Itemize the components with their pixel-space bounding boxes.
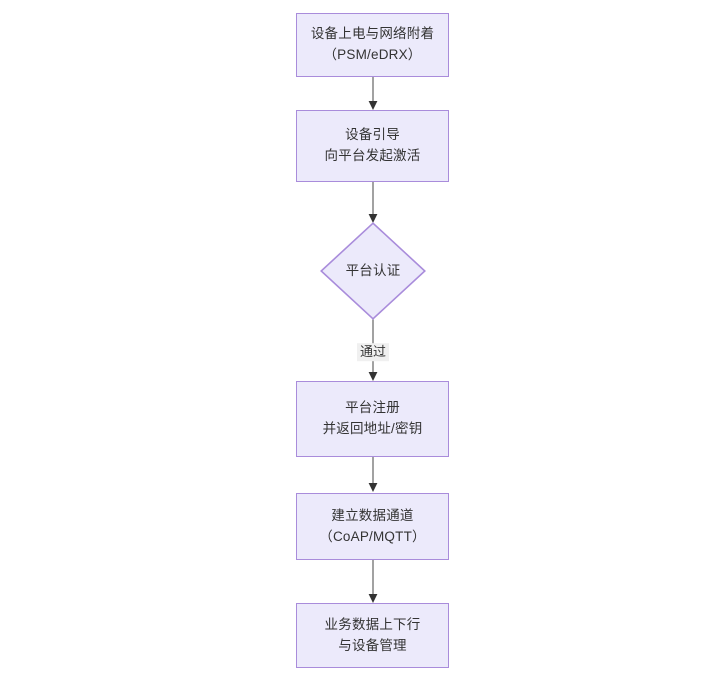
node-label-line: （PSM/eDRX） <box>323 47 422 62</box>
diamond-shape <box>320 222 426 320</box>
node-business-data-and-device-management[interactable]: 业务数据上下行 与设备管理 <box>296 603 449 668</box>
node-label-line: 平台认证 <box>345 262 401 278</box>
arrowhead-icon <box>368 372 378 381</box>
node-label-line: 设备上电与网络附着 <box>310 26 435 42</box>
node-label-line: （CoAP/MQTT） <box>319 528 426 544</box>
edge-n2-n3 <box>368 181 378 223</box>
node-platform-authentication[interactable]: 平台认证 <box>320 222 426 320</box>
node-label-line: 与设备管理 <box>338 637 407 653</box>
edge-n1-n2 <box>368 76 378 110</box>
arrowhead-icon <box>368 101 378 110</box>
node-platform-registration[interactable]: 平台注册 并返回地址/密钥 <box>296 381 449 457</box>
arrowhead-icon <box>368 483 378 492</box>
node-label-line: 平台注册 <box>345 400 400 416</box>
node-label-line: 并返回地址/密钥 <box>322 421 423 436</box>
node-establish-data-channel[interactable]: 建立数据通道 （CoAP/MQTT） <box>296 493 449 560</box>
arrowhead-icon <box>368 594 378 603</box>
edge-label-pass: 通过 <box>356 343 390 361</box>
node-device-power-on[interactable]: 设备上电与网络附着 （PSM/eDRX） <box>296 13 449 77</box>
node-label-line: 向平台发起激活 <box>324 148 421 163</box>
node-label-line: 建立数据通道 <box>331 507 414 523</box>
edge-n5-n6 <box>368 559 378 603</box>
node-label-line: 业务数据上下行 <box>324 616 421 632</box>
edge-n4-n5 <box>368 456 378 492</box>
node-label-line: 设备引导 <box>345 127 400 143</box>
arrowhead-icon <box>368 214 378 223</box>
node-device-bootstrap[interactable]: 设备引导 向平台发起激活 <box>296 110 449 182</box>
